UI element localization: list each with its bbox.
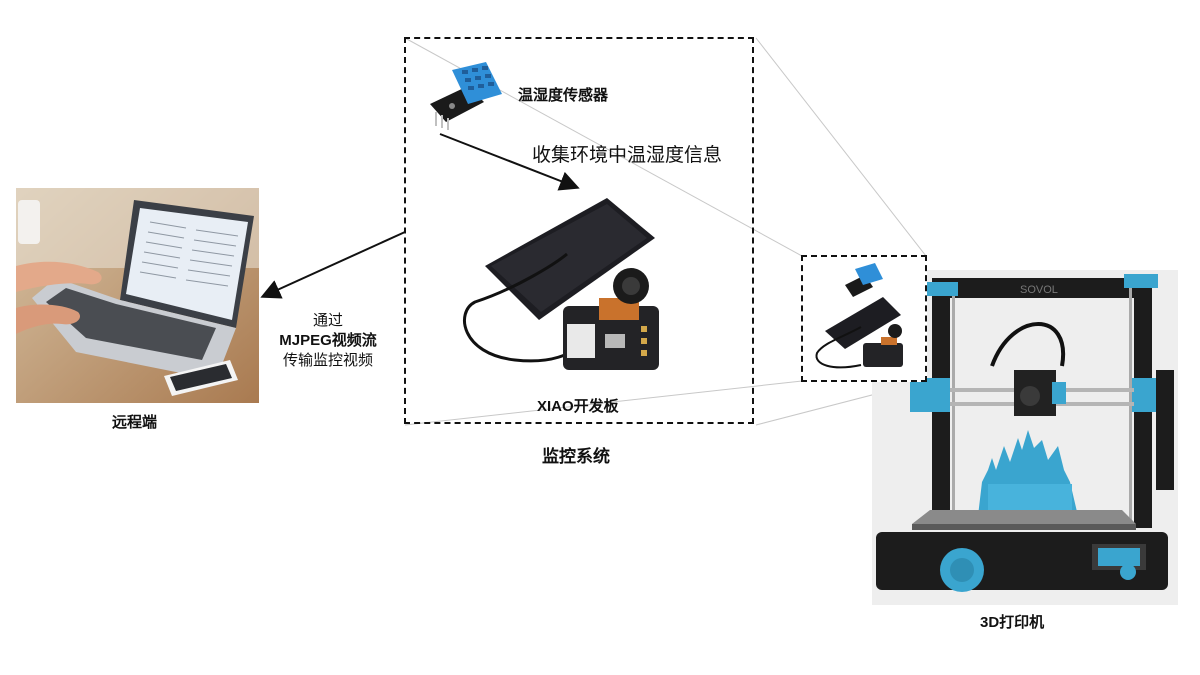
- monitor-system-label: 监控系统: [542, 447, 610, 466]
- transmit-line-1: 通过: [312, 312, 343, 329]
- printer-label: 3D打印机: [980, 614, 1045, 631]
- transmit-text: 通过 MJPEG视频流 传输监控视频: [268, 311, 388, 371]
- printer-brand-text: SOVOL: [1020, 284, 1058, 296]
- collect-info-label: 收集环境中温湿度信息: [532, 145, 723, 166]
- xiao-board-image: [455, 194, 675, 379]
- remote-laptop-image: [16, 188, 259, 403]
- zoom-guide-line: [404, 380, 803, 426]
- board-label: XIAO开发板: [537, 398, 619, 415]
- humidity-sensor-image: [424, 60, 508, 130]
- sensor-to-board-arrow: [439, 133, 580, 191]
- transmit-line-3: 传输监控视频: [282, 352, 373, 369]
- zoom-guide-line: [755, 37, 927, 257]
- sensor-label: 温湿度传感器: [518, 87, 609, 104]
- zoom-region-box: [801, 255, 927, 382]
- system-to-remote-arrow: [260, 231, 406, 299]
- remote-label: 远程端: [112, 414, 158, 431]
- monitor-system-box: [404, 37, 754, 424]
- transmit-line-2: MJPEG视频流: [279, 332, 377, 349]
